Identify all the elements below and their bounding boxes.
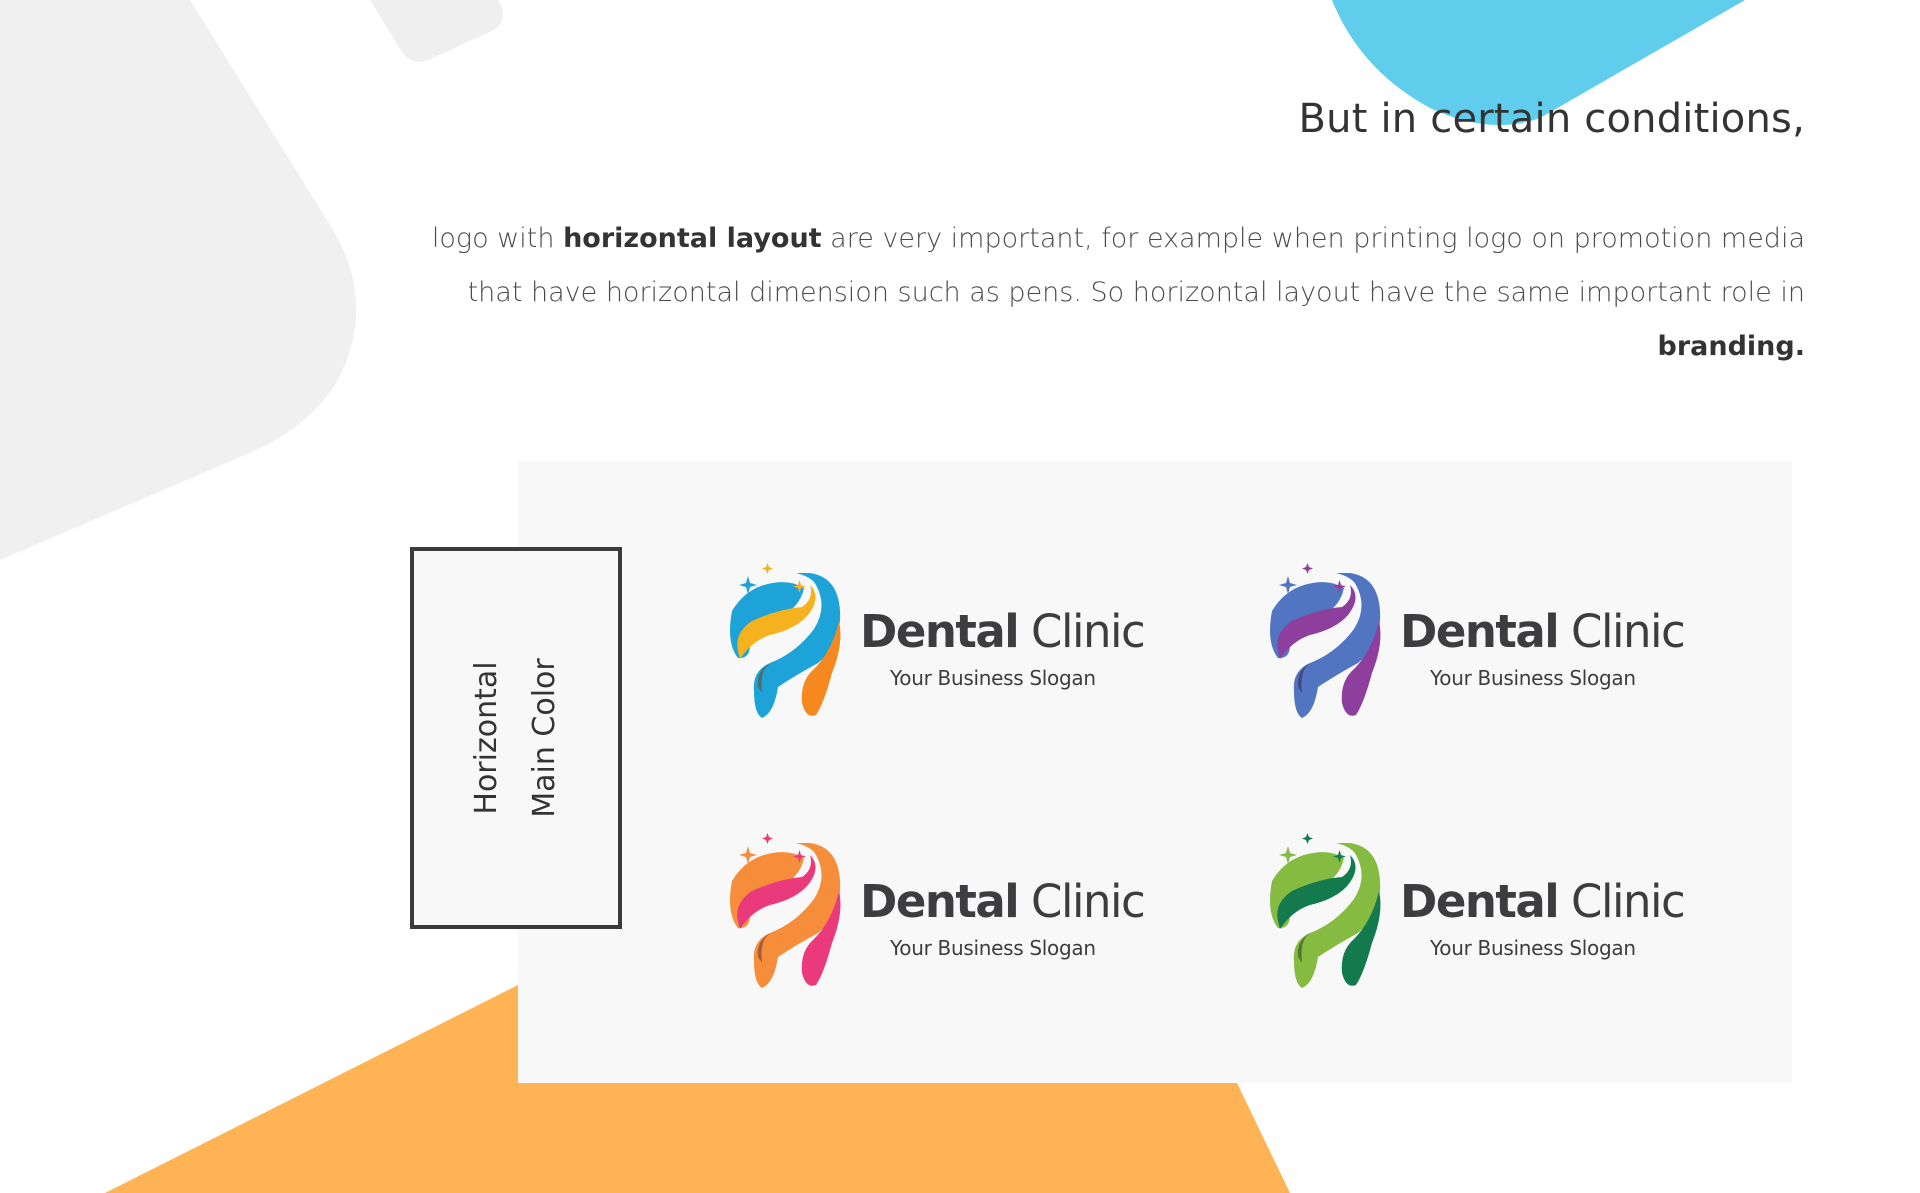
logo-orange-pink: Dental Clinic Your Business Slogan — [718, 833, 1198, 993]
gray-shape-small — [370, 0, 503, 62]
brand-name: Dental Clinic — [1400, 875, 1686, 928]
tooth-icon — [730, 833, 841, 988]
tooth-icon — [1270, 833, 1381, 988]
logo-blue-yellow: Dental Clinic Your Business Slogan — [718, 563, 1198, 723]
brand-slogan: Your Business Slogan — [890, 936, 1096, 960]
paragraph-bold-branding: branding. — [1657, 331, 1805, 362]
label-horizontal: Horizontal — [469, 661, 504, 815]
section-heading: But in certain conditions, — [1298, 96, 1805, 142]
brand-name: Dental Clinic — [860, 605, 1146, 658]
logo-green: Dental Clinic Your Business Slogan — [1258, 833, 1738, 993]
brand-slogan: Your Business Slogan — [1430, 936, 1636, 960]
paragraph-bold-horizontal-layout: horizontal layout — [563, 223, 822, 254]
brand-name: Dental Clinic — [860, 875, 1146, 928]
brand-name: Dental Clinic — [1400, 605, 1686, 658]
logo-blue-purple: Dental Clinic Your Business Slogan — [1258, 563, 1738, 723]
tooth-icon — [1270, 563, 1381, 718]
gray-shape-large — [0, 0, 357, 560]
brand-slogan: Your Business Slogan — [1430, 666, 1636, 690]
blue-shape — [1332, 0, 1745, 126]
brand-slogan: Your Business Slogan — [890, 666, 1096, 690]
tooth-icon — [730, 563, 841, 718]
paragraph-text-2: are very important, for example when pri… — [467, 223, 1805, 308]
label-main-color: Main Color — [527, 658, 562, 818]
intro-paragraph: logo with horizontal layout are very imp… — [405, 212, 1805, 374]
paragraph-text-1: logo with — [431, 223, 564, 254]
orange-shape — [105, 985, 1290, 1193]
logo-showcase-panel — [518, 461, 1792, 1083]
layout-label-box: Horizontal Main Color — [410, 547, 622, 929]
